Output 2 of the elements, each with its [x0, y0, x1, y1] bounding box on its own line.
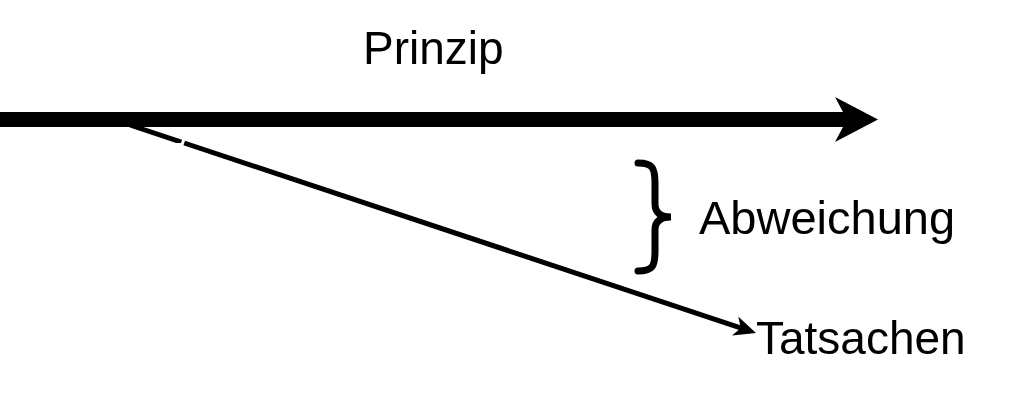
node-label: Tatsachen	[756, 315, 966, 361]
arrow	[183, 140, 756, 336]
